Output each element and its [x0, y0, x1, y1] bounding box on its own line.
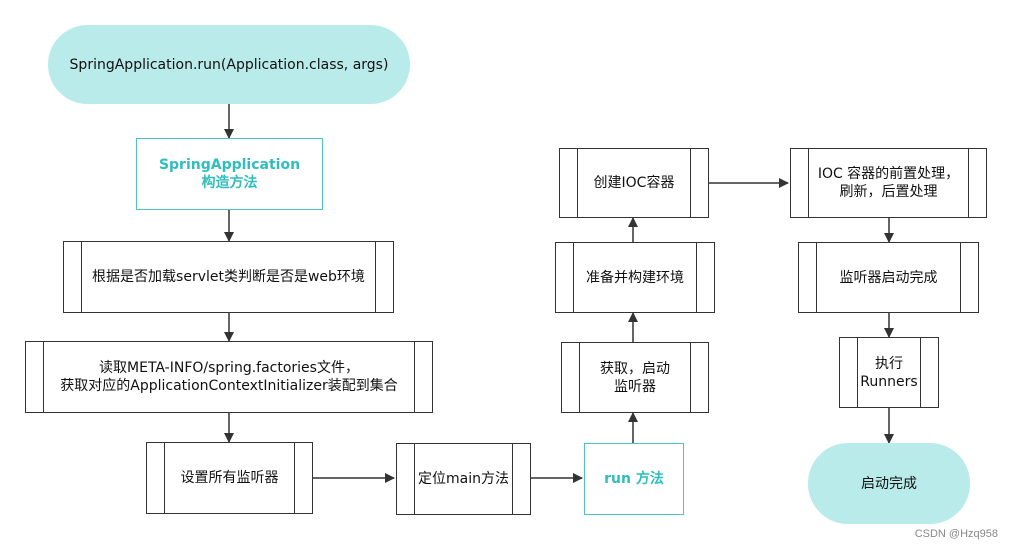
- node-start-line-1: SpringApplication.run(Application.class,…: [69, 56, 389, 73]
- watermark: CSDN @Hzq958: [914, 528, 998, 540]
- node-constructor: SpringApplication 构造方法: [136, 138, 323, 210]
- node-locate-main-text: 定位main方法: [398, 470, 529, 488]
- node-constructor-line-2: 构造方法: [201, 175, 258, 191]
- node-ioc-processing-line-1: IOC 容器的前置处理，: [817, 166, 960, 182]
- node-runners-line-1: 执行: [874, 355, 903, 372]
- node-read-factories: 读取META-INFO/spring.factories文件， 获取对应的App…: [25, 341, 433, 413]
- node-ioc-processing-text: IOC 容器的前置处理， 刷新，后置处理: [798, 165, 979, 201]
- node-create-ioc-line-1: 创建IOC容器: [593, 175, 675, 191]
- node-set-listeners: 设置所有监听器: [146, 442, 313, 514]
- node-locate-main: 定位main方法: [396, 443, 531, 515]
- node-run-method: run 方法: [584, 443, 684, 515]
- node-check-web-text: 根据是否加载servlet类判断是否是web环境: [72, 268, 385, 286]
- node-listener-started-text: 监听器启动完成: [820, 269, 958, 287]
- node-listener-started-line-1: 监听器启动完成: [839, 269, 938, 286]
- node-runners: 执行 Runners: [839, 337, 939, 408]
- node-ioc-processing: IOC 容器的前置处理， 刷新，后置处理: [790, 148, 987, 218]
- node-get-start-listeners-text: 获取，启动 监听器: [580, 360, 690, 396]
- node-locate-main-line-1: 定位main方法: [418, 471, 509, 487]
- node-constructor-line-1: SpringApplication: [158, 157, 301, 173]
- node-runners-text: 执行 Runners: [840, 355, 937, 391]
- node-constructor-text: SpringApplication 构造方法: [139, 156, 320, 192]
- node-create-ioc: 创建IOC容器: [559, 148, 709, 218]
- node-read-factories-line-1: 读取META-INFO/spring.factories文件，: [99, 360, 359, 376]
- node-finish-line-1: 启动完成: [861, 475, 917, 492]
- node-prepare-env-text: 准备并构建环境: [566, 269, 704, 287]
- node-create-ioc-text: 创建IOC容器: [574, 174, 695, 192]
- node-run-method-line-1: run 方法: [604, 471, 664, 487]
- node-get-start-listeners-line-2: 监听器: [614, 378, 656, 395]
- node-finish: 启动完成: [808, 443, 970, 524]
- node-start: SpringApplication.run(Application.class,…: [48, 25, 410, 104]
- node-prepare-env-line-1: 准备并构建环境: [586, 269, 684, 286]
- node-check-web: 根据是否加载servlet类判断是否是web环境: [63, 241, 394, 313]
- node-start-text: SpringApplication.run(Application.class,…: [50, 56, 409, 74]
- node-set-listeners-text: 设置所有监听器: [161, 469, 299, 487]
- node-run-method-text: run 方法: [584, 470, 684, 488]
- node-get-start-listeners-line-1: 获取，启动: [600, 360, 670, 377]
- node-read-factories-line-2: 获取对应的ApplicationContextInitializer装配到集合: [60, 378, 398, 394]
- node-get-start-listeners: 获取，启动 监听器: [561, 342, 709, 413]
- node-set-listeners-line-1: 设置所有监听器: [180, 470, 279, 486]
- node-runners-line-2: Runners: [860, 373, 918, 390]
- node-listener-started: 监听器启动完成: [798, 242, 979, 313]
- node-prepare-env: 准备并构建环境: [555, 242, 715, 313]
- node-check-web-line-1: 根据是否加载servlet类判断是否是web环境: [92, 269, 365, 285]
- node-read-factories-text: 读取META-INFO/spring.factories文件， 获取对应的App…: [40, 359, 417, 395]
- node-ioc-processing-line-2: 刷新，后置处理: [839, 184, 938, 200]
- node-finish-text: 启动完成: [841, 475, 937, 493]
